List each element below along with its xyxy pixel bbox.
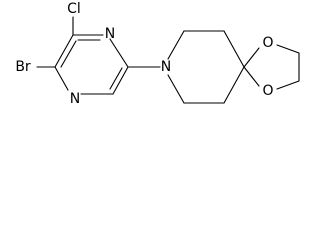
bond-ca-n-bottom bbox=[167, 74, 185, 104]
atom-label-n-piperidine: N bbox=[161, 59, 171, 75]
piperidine-ring bbox=[167, 30, 245, 104]
pyrazine-n-top-label: N bbox=[105, 26, 115, 42]
atom-label-n-bottom: N bbox=[70, 91, 80, 107]
bond-o-bottom-spiro bbox=[243, 66, 260, 87]
atom-label-o-top: O bbox=[262, 35, 273, 51]
dioxolane-o-top-label: O bbox=[262, 35, 273, 51]
bond-c2-c3 bbox=[54, 34, 74, 68]
chemical-structure: Cl Br N N N O O bbox=[15, 1, 300, 107]
bond-ch2-o-bottom bbox=[276, 80, 300, 90]
piperidine-n-label: N bbox=[161, 59, 171, 75]
bond-spiro-cb-bottom bbox=[223, 66, 245, 104]
pyrazine-ring bbox=[54, 34, 129, 95]
atom-label-n-top: N bbox=[105, 26, 115, 42]
bond-n-ca-top bbox=[167, 30, 185, 60]
bond-c5-c6-double bbox=[109, 67, 123, 90]
dioxolane-o-bottom-label: O bbox=[262, 83, 273, 99]
bond-n4-c5 bbox=[109, 38, 129, 68]
bond-spiro-o-top bbox=[243, 47, 260, 68]
bond-c2-c3-double bbox=[60, 40, 77, 68]
pyrazine-n-bottom-label: N bbox=[70, 91, 80, 107]
atom-label-br: Br bbox=[15, 59, 31, 75]
bond-cb-spiro-top bbox=[223, 30, 245, 68]
chlorine-label: Cl bbox=[67, 1, 81, 17]
bond-o-top-ch2 bbox=[276, 44, 300, 54]
bromine-label: Br bbox=[15, 59, 31, 75]
bond-c5-c6 bbox=[112, 66, 129, 95]
dioxolane-ring bbox=[243, 44, 300, 90]
atom-label-cl: Cl bbox=[67, 1, 81, 17]
atom-label-o-bottom: O bbox=[262, 83, 273, 99]
bond-n1-c2 bbox=[54, 66, 69, 91]
